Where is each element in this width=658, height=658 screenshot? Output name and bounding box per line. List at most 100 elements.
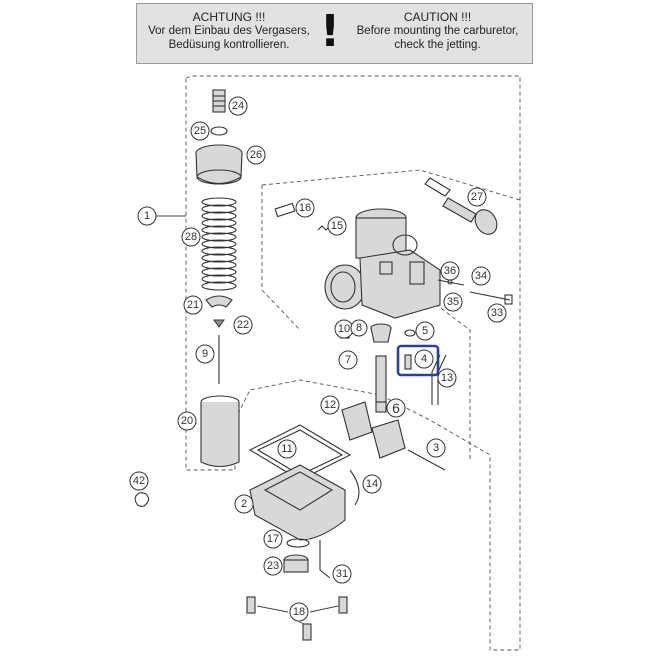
part-20-slide: [200, 395, 240, 468]
spring-coil: [201, 218, 237, 228]
part-5-o-ring: [404, 329, 416, 337]
spring-coil: [201, 204, 237, 214]
svg-text:27: 27: [471, 191, 483, 203]
svg-text:3: 3: [433, 442, 439, 454]
part-33-idle-screw: [469, 291, 513, 305]
svg-text:28: 28: [185, 231, 197, 243]
callout-22: 22: [233, 315, 253, 335]
callout-15: 15: [327, 216, 347, 236]
part-28-spring: [201, 197, 237, 291]
svg-text:1: 1: [144, 210, 150, 222]
part-26-top-cap: [195, 144, 243, 185]
warning-english-line1: Before mounting the carburetor,: [356, 25, 519, 37]
warning-german-title: ACHTUNG !!!: [192, 10, 266, 24]
warning-german-line2: Bedüsung kontrollieren.: [168, 39, 290, 51]
svg-text:5: 5: [422, 325, 428, 337]
svg-text:34: 34: [475, 270, 487, 282]
part-7-needle-jet: [375, 355, 387, 403]
callout-18: 18: [289, 602, 309, 622]
callout-36: 36: [440, 261, 460, 281]
callout-9: 9: [195, 344, 215, 364]
svg-text:8: 8: [356, 322, 362, 334]
svg-text:24: 24: [232, 100, 244, 112]
warning-german-line1: Vor dem Einbau des Vergasers,: [148, 25, 310, 37]
part-14-hose: [349, 469, 360, 506]
spring-coil: [201, 246, 237, 256]
callout-31: 31: [332, 564, 352, 584]
svg-text:16: 16: [299, 202, 311, 214]
part-2-float-bowl: [249, 464, 346, 541]
svg-text:20: 20: [181, 415, 193, 427]
part-12-float: [341, 401, 406, 459]
callout-13: 13: [437, 368, 457, 388]
part-31-bracket: [319, 540, 331, 579]
spring-coil: [201, 267, 237, 277]
spring-coil: [201, 232, 237, 242]
svg-text:33: 33: [491, 307, 503, 319]
callout-14: 14: [362, 474, 382, 494]
assembly-guide-line: [261, 169, 521, 201]
callout-35: 35: [443, 292, 463, 312]
svg-text:15: 15: [331, 220, 343, 232]
svg-text:13: 13: [441, 372, 453, 384]
svg-text:17: 17: [267, 533, 279, 545]
svg-text:35: 35: [447, 296, 459, 308]
part-11-gasket: [248, 424, 352, 481]
part-6-main-jet: [375, 401, 387, 413]
svg-text:11: 11: [281, 443, 292, 455]
callout-23: 23: [263, 556, 283, 576]
callout-25: 25: [190, 121, 210, 141]
svg-text:22: 22: [237, 319, 249, 331]
part-8-needle-jet-holder: [370, 323, 392, 343]
svg-text:36: 36: [444, 265, 456, 277]
callout-16: 16: [295, 198, 315, 218]
svg-text:14: 14: [366, 478, 378, 490]
svg-text:42: 42: [133, 475, 145, 487]
svg-text:6: 6: [392, 400, 400, 416]
svg-text:26: 26: [250, 149, 262, 161]
svg-text:21: 21: [187, 299, 199, 311]
callout-6: 6: [386, 398, 406, 418]
callout-26: 26: [246, 145, 266, 165]
svg-text:2: 2: [241, 498, 247, 510]
callout-10: 10: [334, 319, 354, 339]
warning-english: CAUTION !!! Before mounting the carburet…: [345, 10, 530, 52]
callout-8: 8: [350, 319, 368, 337]
spring-coil: [201, 225, 237, 235]
callout-17: 17: [263, 529, 283, 549]
callout-2: 2: [234, 494, 254, 514]
callout-28: 28: [181, 227, 201, 247]
part-15-carburetor-body: [324, 208, 441, 319]
callout-33: 33: [487, 303, 507, 323]
callout-11: 11: [277, 439, 297, 459]
part-34-screw: [437, 279, 465, 286]
warning-english-line2: check the jetting.: [394, 39, 481, 51]
part-3-float-pin: [407, 449, 446, 471]
callout-27: 27: [467, 187, 487, 207]
svg-text:25: 25: [194, 125, 206, 137]
callout-20: 20: [177, 411, 197, 431]
svg-text:18: 18: [293, 606, 305, 618]
callout-42: 42: [129, 471, 149, 491]
callout-12: 12: [320, 395, 340, 415]
callout-4: 4: [414, 349, 434, 369]
svg-text:31: 31: [336, 568, 348, 580]
part-25-nut: [210, 126, 228, 136]
part-27-starter-plunger: [424, 177, 498, 235]
assembly-guide-line: [261, 185, 301, 331]
warning-banner: ACHTUNG !!! Vor dem Einbau des Vergasers…: [136, 3, 533, 64]
callout-7: 7: [338, 350, 358, 370]
part-23-drain-plug: [283, 554, 309, 573]
part-22-clip: [213, 319, 225, 328]
spring-coil: [201, 211, 237, 221]
part-21-plate: [205, 295, 233, 308]
warning-english-title: CAUTION !!!: [403, 10, 472, 24]
callout-34: 34: [471, 266, 491, 286]
assembly-guide-line: [429, 299, 471, 460]
spring-coil: [201, 281, 237, 291]
part-24-screw: [212, 89, 226, 113]
svg-text:10: 10: [338, 323, 350, 335]
part-17-o-ring: [286, 538, 310, 548]
callout-21: 21: [183, 295, 203, 315]
